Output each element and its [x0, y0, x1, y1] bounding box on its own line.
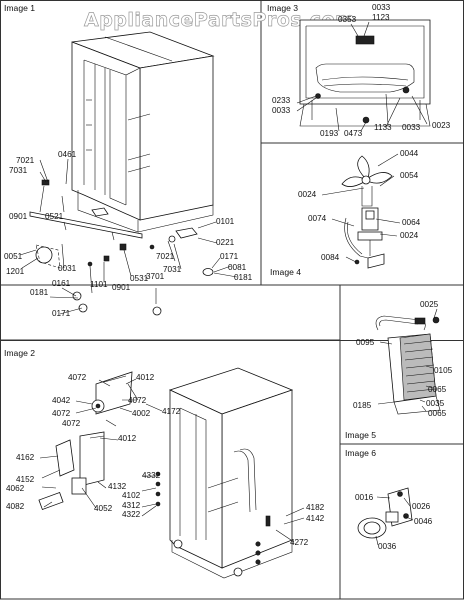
- part-number-i2-2: 4042: [52, 396, 71, 405]
- part-number-i1-5: 0051: [4, 252, 23, 261]
- part-number-i2-20: 4142: [306, 514, 325, 523]
- part-number-i6-1: 0026: [412, 502, 431, 511]
- part-number-i2-15: 4332: [142, 471, 161, 480]
- image3-top-drawing: [296, 19, 431, 132]
- part-number-i3-9: 0023: [432, 121, 451, 130]
- part-number-i2-14: 4132: [108, 482, 127, 491]
- part-number-i1-12: 0901: [112, 283, 131, 292]
- image6-damper-drawing: [357, 487, 414, 546]
- part-number-i2-7: 4072: [62, 419, 81, 428]
- part-number-i1-16: 7031: [163, 265, 182, 274]
- part-number-i1-18: 0221: [216, 238, 235, 247]
- part-number-i2-19: 4182: [306, 503, 325, 512]
- image1-heading: Image 1: [4, 3, 35, 13]
- part-number-i2-21: 4272: [290, 538, 309, 547]
- part-number-i1-20: 0081: [228, 263, 247, 272]
- part-number-i1-14: 3701: [146, 272, 165, 281]
- part-number-i5-2: 0105: [434, 366, 453, 375]
- part-number-i4-6: 0084: [321, 253, 340, 262]
- part-number-i5-3: 0065: [428, 385, 447, 394]
- part-number-i4-2: 0024: [298, 190, 317, 199]
- part-number-i3-1: 0033: [372, 3, 391, 12]
- part-number-i2-1: 4012: [136, 373, 155, 382]
- image4-heading: Image 4: [270, 267, 301, 277]
- part-number-i1-17: 0101: [216, 217, 235, 226]
- part-number-i2-9: 4162: [16, 453, 35, 462]
- part-number-i2-17: 4312: [122, 501, 141, 510]
- part-number-i1-3: 0901: [9, 212, 28, 221]
- part-number-i1-9: 0181: [30, 288, 49, 297]
- part-number-i4-0: 0044: [400, 149, 419, 158]
- part-number-i1-21: 0181: [234, 273, 253, 282]
- part-number-i4-5: 0024: [400, 231, 419, 240]
- part-number-i5-1: 0095: [356, 338, 375, 347]
- part-number-i3-5: 0193: [320, 129, 339, 138]
- part-number-i2-18: 4322: [122, 510, 141, 519]
- part-number-i1-8: 0161: [52, 279, 71, 288]
- part-number-i3-8: 0033: [402, 123, 421, 132]
- part-number-i2-6: 4172: [162, 407, 181, 416]
- part-number-i1-11: 1101: [90, 280, 108, 289]
- part-number-i2-0: 4072: [68, 373, 87, 382]
- part-number-i1-15: 7021: [156, 252, 175, 261]
- part-number-i3-3: 0233: [272, 96, 291, 105]
- part-number-i1-4: 0521: [45, 212, 64, 221]
- part-number-i1-2: 0461: [58, 150, 77, 159]
- part-number-i1-6: 1201: [6, 267, 25, 276]
- image6-heading: Image 6: [345, 448, 376, 458]
- part-number-i1-0: 7021: [16, 156, 35, 165]
- part-number-i2-12: 4082: [6, 502, 25, 511]
- watermark: AppliancePartsPros.com: [84, 9, 355, 31]
- part-number-i3-6: 0473: [344, 129, 363, 138]
- part-number-i2-3: 4072: [52, 409, 71, 418]
- part-number-i3-4: 0033: [272, 106, 291, 115]
- image4-fan-drawing: [321, 153, 401, 269]
- part-number-i2-11: 4062: [6, 484, 25, 493]
- part-number-i3-7: 1133: [374, 123, 392, 132]
- part-number-i3-0: 0353: [338, 15, 357, 24]
- part-number-i1-7: 0031: [58, 264, 77, 273]
- part-number-i2-10: 4152: [16, 475, 35, 484]
- part-number-i1-10: 0171: [52, 309, 71, 318]
- image5-evaporator-drawing: [375, 308, 441, 415]
- part-number-i5-5: 0035: [426, 399, 445, 408]
- part-number-i4-3: 0074: [308, 214, 327, 223]
- part-number-i1-1: 7031: [9, 166, 28, 175]
- part-number-i2-5: 4002: [132, 409, 151, 418]
- image1-cabinet-drawing: [19, 31, 238, 316]
- image2-heading: Image 2: [4, 348, 35, 358]
- part-number-i5-0: 0025: [420, 300, 439, 309]
- part-number-i6-0: 0016: [355, 493, 374, 502]
- image5-heading: Image 5: [345, 430, 376, 440]
- part-number-i1-19: 0171: [220, 252, 239, 261]
- part-number-i2-4: 4072: [128, 396, 147, 405]
- image2-assembly-drawing: [38, 367, 305, 579]
- part-number-i4-4: 0064: [402, 218, 421, 227]
- part-number-i6-2: 0046: [414, 517, 433, 526]
- image3-heading: Image 3: [267, 3, 298, 13]
- part-number-i1-13: 0531: [130, 274, 149, 283]
- part-number-i5-4: 0185: [353, 401, 372, 410]
- part-number-i2-16: 4102: [122, 491, 141, 500]
- part-number-i4-1: 0054: [400, 171, 419, 180]
- part-number-i3-2: 1123: [372, 13, 390, 22]
- part-number-i5-6: 0065: [428, 409, 447, 418]
- part-number-i2-8: 4012: [118, 434, 137, 443]
- part-number-i6-3: 0036: [378, 542, 397, 551]
- part-number-i2-13: 4052: [94, 504, 113, 513]
